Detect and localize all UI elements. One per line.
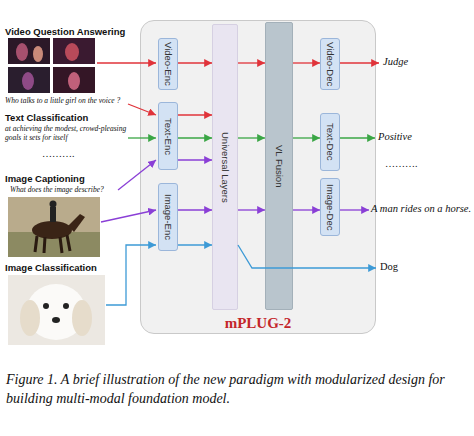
encoder-box: Text-Enc bbox=[158, 102, 178, 170]
horse-legs bbox=[35, 235, 70, 253]
module-label: Image-Dec bbox=[325, 184, 336, 230]
module-label: Video-Enc bbox=[163, 42, 174, 86]
flow-arrow bbox=[238, 209, 265, 210]
output-text: A man rides on a horse. bbox=[371, 203, 471, 214]
encoder-box: Video-Enc bbox=[158, 38, 178, 90]
flow-arrow bbox=[293, 137, 320, 138]
dog-nose bbox=[52, 317, 60, 323]
video-frame bbox=[8, 67, 50, 93]
universal-band: Universal Layers bbox=[212, 24, 238, 310]
dog-eye bbox=[43, 303, 49, 309]
task-input-text: at achieving the modest, crowd-pleasing … bbox=[5, 124, 130, 142]
horse-body bbox=[32, 221, 72, 239]
video-figure bbox=[65, 43, 79, 61]
module-label: Video-Dec bbox=[325, 42, 336, 86]
module-label: VL Fusion bbox=[274, 145, 285, 187]
model-container: mPLUG-2 Video-EncText-EncImage-Enc Univers… bbox=[140, 20, 376, 334]
flow-arrow bbox=[238, 62, 265, 63]
task-title: Video Question Answering bbox=[5, 26, 125, 37]
task-input-text: Who talks to a little girl on the voice … bbox=[5, 96, 145, 105]
decoder-box: Text-Dec bbox=[320, 113, 340, 171]
flow-arrow bbox=[178, 62, 212, 63]
figure-caption: Figure 1. A brief illustration of the ne… bbox=[6, 371, 461, 409]
video-figure bbox=[22, 72, 34, 90]
output-text: Positive bbox=[378, 131, 412, 142]
video-figure bbox=[16, 43, 28, 61]
fusion-band: VL Fusion bbox=[265, 22, 293, 310]
flow-arrow bbox=[293, 62, 320, 63]
ellipsis: ………. bbox=[42, 148, 75, 159]
flow-arrow bbox=[178, 244, 212, 245]
flow-arrow bbox=[178, 137, 212, 138]
task-title: Image Classification bbox=[5, 262, 97, 273]
video-figure bbox=[33, 46, 43, 62]
task-input-text: What does the image describe? bbox=[10, 185, 130, 194]
dog-ear bbox=[20, 300, 40, 336]
flow-arrow bbox=[238, 137, 265, 138]
decoder-box: Video-Dec bbox=[320, 38, 340, 90]
module-label: Text-Dec bbox=[325, 123, 336, 160]
decoder-box: Image-Dec bbox=[320, 178, 340, 236]
video-figure bbox=[68, 72, 80, 90]
ellipsis: ………. bbox=[385, 158, 418, 169]
horse-neck bbox=[68, 214, 85, 232]
module-label: Image-Enc bbox=[163, 194, 174, 240]
task-title: Text Classification bbox=[5, 112, 88, 123]
rider-head bbox=[50, 201, 57, 208]
video-frame bbox=[53, 67, 95, 93]
flow-arrow bbox=[293, 209, 320, 210]
video-frame bbox=[53, 38, 95, 64]
output-text: Dog bbox=[380, 261, 398, 272]
flow-arrow bbox=[178, 209, 212, 210]
output-text: Judge bbox=[383, 56, 408, 67]
horse-photo bbox=[8, 197, 100, 257]
model-name: mPLUG-2 bbox=[141, 315, 375, 332]
module-label: Universal Layers bbox=[220, 132, 231, 203]
horse-photo-ground bbox=[8, 232, 100, 257]
task-title: Image Captioning bbox=[5, 173, 85, 184]
flow-arrow bbox=[178, 159, 212, 160]
encoder-box: Image-Enc bbox=[158, 183, 178, 251]
flow-arrow bbox=[178, 114, 212, 115]
video-frame bbox=[8, 38, 50, 64]
rider bbox=[50, 207, 56, 222]
dog-head bbox=[26, 284, 86, 340]
dog-ear bbox=[72, 300, 92, 336]
module-label: Text-Enc bbox=[163, 118, 174, 155]
dog-photo bbox=[8, 275, 105, 345]
dog-eye bbox=[63, 303, 69, 309]
